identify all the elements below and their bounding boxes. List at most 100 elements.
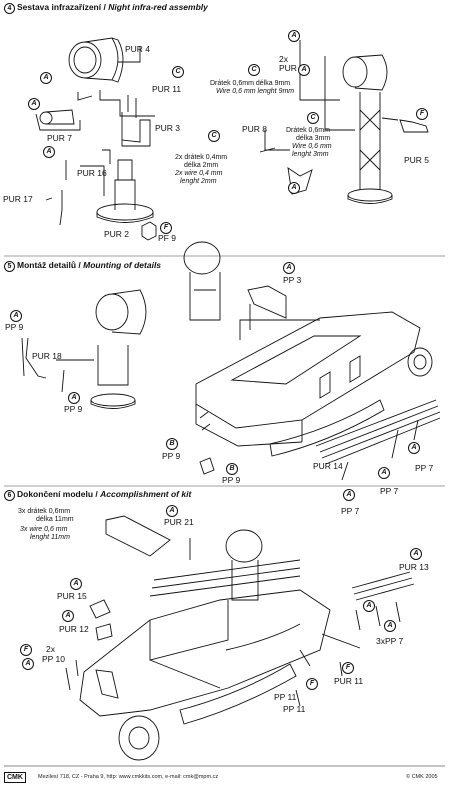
cmk-logo: CMK — [4, 772, 26, 783]
note-wire9-cz: Drátek 0,6mm délka 9mm — [210, 80, 291, 87]
label-pur8: PUR 8 — [242, 124, 268, 134]
label-pf9: PF 9 — [158, 233, 176, 243]
label-pp10: PP 10 — [42, 654, 66, 664]
label-pur18: PUR 18 — [32, 351, 62, 361]
label-pp7-b: PP 7 — [380, 486, 399, 496]
label-pur6: PUR 6 — [279, 63, 305, 73]
note-wire2-en2: lenght 2mm — [180, 178, 217, 185]
badge-f: F — [416, 108, 428, 120]
badge-a: A — [10, 310, 22, 322]
part-pf9-drawing — [141, 221, 157, 241]
badge-a: A — [288, 182, 300, 194]
note-wire3-cz2: délka 3mm — [296, 135, 331, 142]
badge-f: F — [342, 662, 354, 674]
label-pur11: PUR 11 — [152, 84, 182, 94]
label-pur5: PUR 5 — [404, 155, 430, 165]
label-pp10-qty: 2x — [46, 644, 55, 654]
badge-a: A — [283, 262, 295, 274]
note-wire2-cz1: 2x drátek 0,4mm — [175, 154, 228, 161]
badge-a: A — [40, 72, 52, 84]
badge-a: A — [408, 442, 420, 454]
label-pp11-a: PP 11 — [274, 692, 297, 702]
note-wire2-en1: 2x wire 0,4 mm — [175, 170, 223, 177]
badge-a: A — [28, 98, 40, 110]
label-pur7: PUR 7 — [47, 133, 73, 143]
label-3xpp7: 3xPP 7 — [376, 636, 404, 646]
label-pp9-b: PP 9 — [64, 404, 83, 414]
vehicle-body-section5-drawing — [195, 311, 433, 457]
badge-a: A — [378, 467, 390, 479]
badge-c: C — [208, 130, 220, 142]
badge-f: F — [20, 644, 32, 656]
note-wire11-cz2: délka 11mm — [36, 516, 74, 523]
note-wire3-en1: Wire 0,6 mm — [292, 143, 332, 150]
label-pur14: PUR 14 — [313, 461, 343, 471]
section-5-title-en: Mounting of details — [83, 260, 162, 270]
label-pp7-a: PP 7 — [415, 463, 434, 473]
base-pur2-drawing — [96, 159, 154, 223]
label-pur16: PUR 16 — [77, 168, 107, 178]
badge-c: C — [172, 66, 184, 78]
badge-a: A — [343, 489, 355, 501]
part-pur7-drawing — [39, 109, 75, 125]
label-pp11-b: PP 11 — [283, 704, 306, 714]
label-pur17: PUR 17 — [3, 194, 33, 204]
label-pp9-c: PP 9 — [162, 451, 181, 461]
note-wire3-cz1: Drátek 0,6mm — [286, 127, 330, 134]
badge-a: A — [298, 64, 310, 76]
badge-b: B — [166, 438, 178, 450]
label-pp9-a: PP 9 — [5, 322, 24, 332]
footer-copyright: © CMK 2005 — [406, 774, 438, 780]
badge-a: A — [43, 146, 55, 158]
lamp-pur4-drawing — [68, 37, 124, 83]
note-wire9-en: Wire 0,6 mm lenght 9mm — [216, 88, 295, 95]
section-6-title: Dokončení modelu / — [17, 489, 98, 499]
badge-f: F — [160, 222, 172, 234]
rails-pur14-drawing — [315, 399, 441, 465]
label-pur6-qty: 2x — [279, 54, 288, 64]
label-pp7-c: PP 7 — [341, 506, 360, 516]
label-pur4: PUR 4 — [125, 44, 151, 54]
badge-a: A — [70, 578, 82, 590]
footer-address: Mezilesí 718, CZ - Praha 9, http: www.cm… — [38, 774, 219, 780]
badge-a: A — [363, 600, 375, 612]
badge-a: A — [288, 30, 300, 42]
section-4-number: 4 — [4, 3, 15, 14]
label-pur11-b: PUR 11 — [334, 676, 364, 686]
label-pp3: PP 3 — [283, 275, 302, 285]
label-pur21: PUR 21 — [164, 517, 194, 527]
badge-a: A — [68, 392, 80, 404]
badge-c: C — [248, 64, 260, 76]
note-wire11-en1: 3x wire 0,6 mm — [20, 526, 68, 533]
note-wire11-en2: lenght 11mm — [30, 534, 70, 541]
badge-a: A — [410, 548, 422, 560]
label-pur15: PUR 15 — [57, 591, 87, 601]
badge-f: F — [306, 678, 318, 690]
label-pur2: PUR 2 — [104, 229, 130, 239]
rails-pur13-drawing — [351, 571, 415, 601]
note-wire2-cz2: délka 2mm — [184, 162, 219, 169]
badge-c: C — [307, 112, 319, 124]
badge-a: A — [62, 610, 74, 622]
lamp-section5-drawing — [90, 289, 147, 409]
section-4-title-en: Night infra-red assembly — [108, 2, 208, 12]
label-pp9-d: PP 9 — [222, 475, 241, 485]
badge-a: A — [166, 505, 178, 517]
wires-pur21-drawing — [105, 515, 171, 557]
note-wire11-cz1: 3x drátek 0,6mm — [18, 508, 71, 515]
badge-b: B — [226, 463, 238, 475]
badge-a: A — [384, 620, 396, 632]
note-wire3-en2: lenght 3mm — [292, 151, 329, 158]
vehicle-body-section6-drawing — [79, 529, 331, 761]
lamp-pp3-drawing — [183, 241, 221, 321]
bracket-pur3-drawing — [121, 95, 151, 147]
badge-a: A — [22, 658, 34, 670]
label-pur12: PUR 12 — [59, 624, 89, 634]
section-6-number: 6 — [4, 490, 15, 501]
section-5-title: Montáž detailů / — [17, 260, 81, 270]
section-4-title: Sestava infrazařízení / — [17, 2, 106, 12]
